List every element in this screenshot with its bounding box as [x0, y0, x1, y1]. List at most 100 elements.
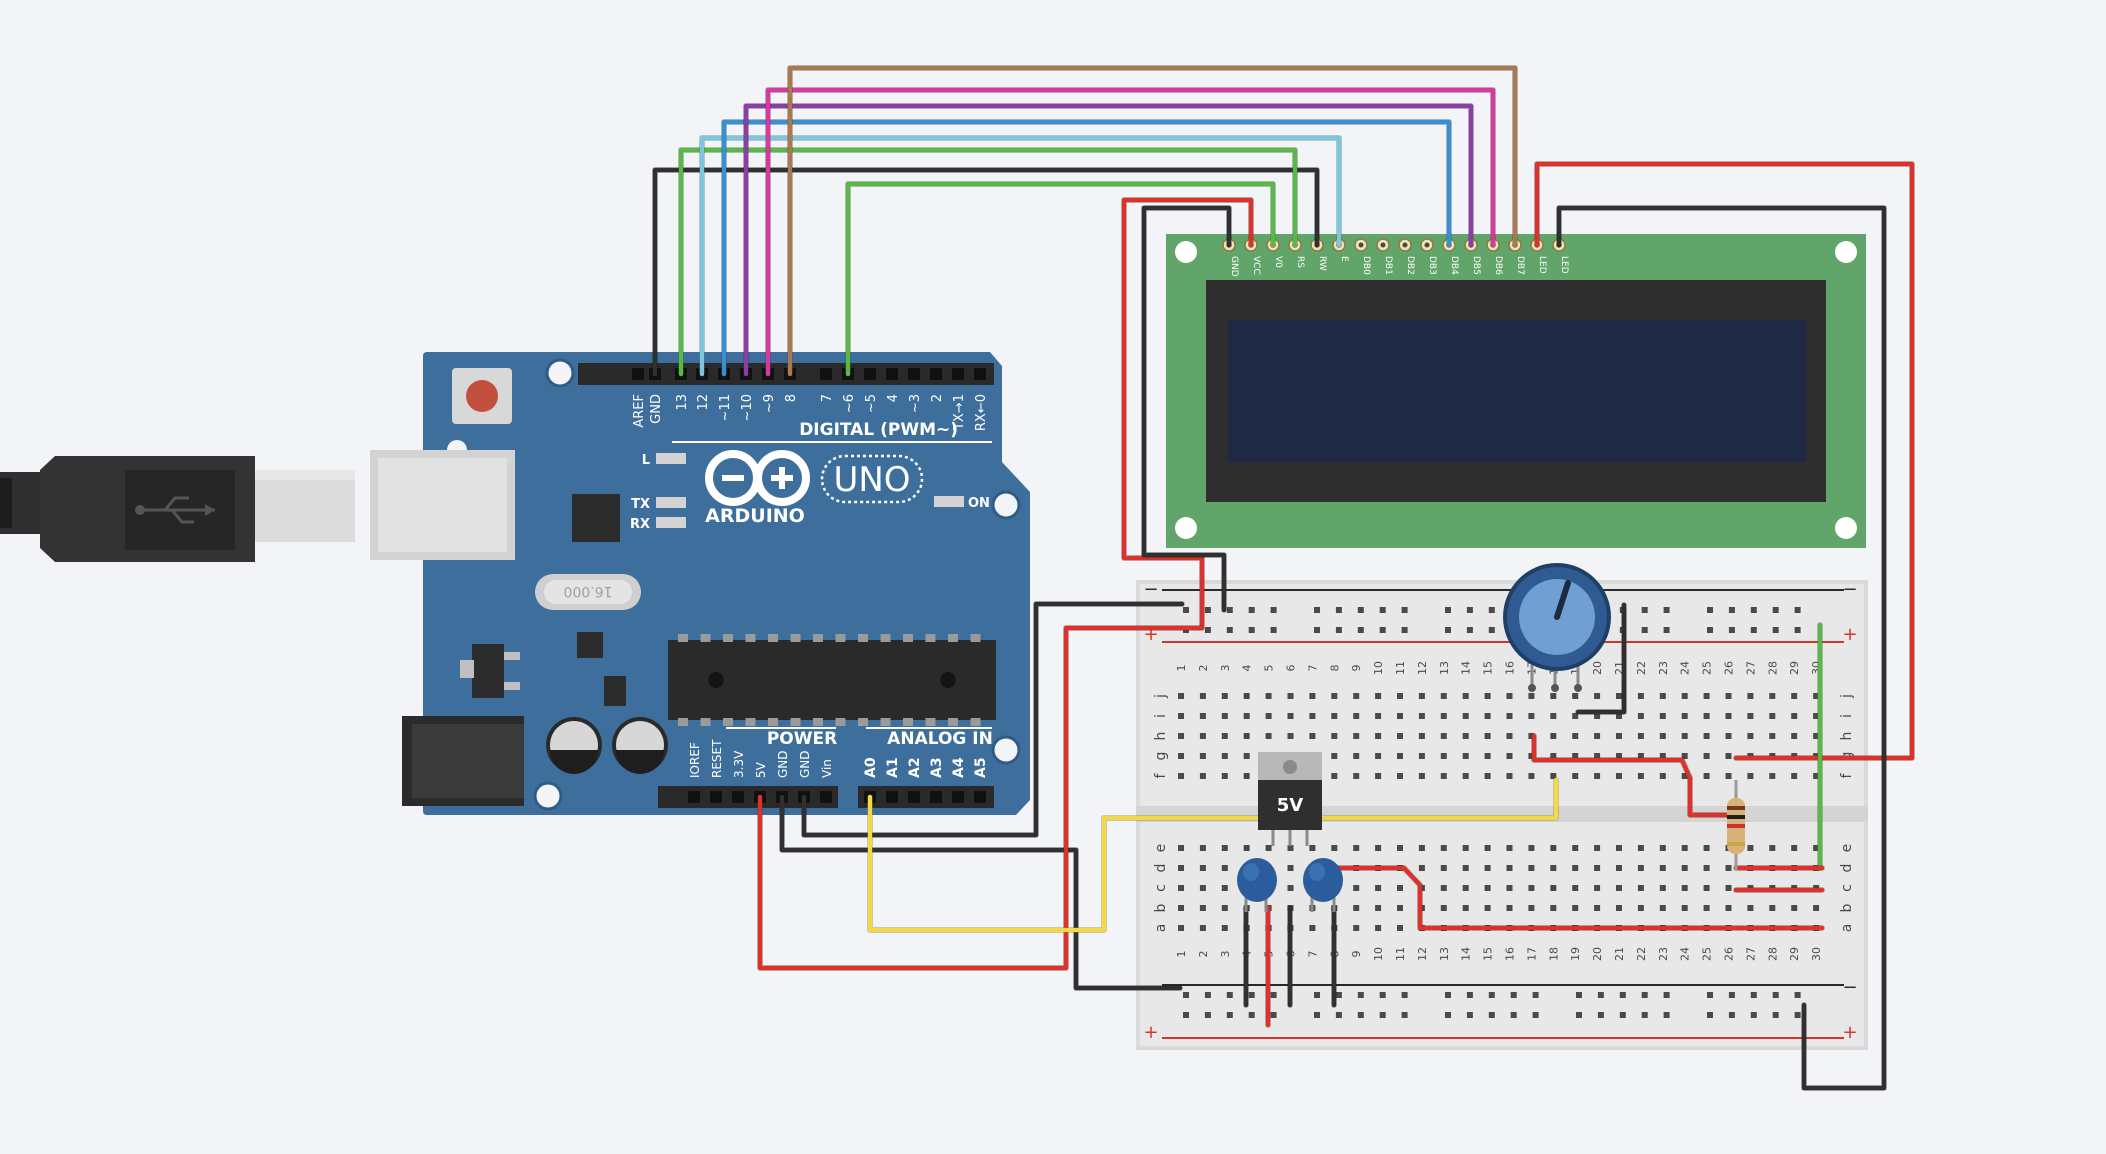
- wire-a0-to-sensor[interactable]: [867, 777, 1559, 933]
- terminal-hole[interactable]: [1572, 885, 1579, 891]
- rail-hole[interactable]: [1226, 1012, 1233, 1018]
- rail-hole[interactable]: [1750, 992, 1757, 998]
- terminal-hole[interactable]: [1287, 713, 1294, 719]
- terminal-hole[interactable]: [1747, 845, 1754, 851]
- power-pin-socket[interactable]: [688, 791, 700, 803]
- terminal-hole[interactable]: [1331, 845, 1338, 851]
- terminal-hole[interactable]: [1725, 693, 1732, 699]
- terminal-hole[interactable]: [1462, 865, 1469, 871]
- terminal-hole[interactable]: [1418, 865, 1425, 871]
- terminal-hole[interactable]: [1681, 865, 1688, 871]
- rail-hole[interactable]: [1204, 1012, 1211, 1018]
- terminal-hole[interactable]: [1506, 773, 1513, 779]
- terminal-hole[interactable]: [1791, 905, 1798, 911]
- rail-hole[interactable]: [1707, 992, 1713, 998]
- rail-hole[interactable]: [1314, 1012, 1320, 1018]
- terminal-hole[interactable]: [1791, 845, 1798, 851]
- rail-hole[interactable]: [1576, 1012, 1582, 1018]
- wire-resistor-link[interactable]: [1531, 733, 1739, 818]
- rail-hole[interactable]: [1466, 627, 1473, 633]
- terminal-hole[interactable]: [1484, 753, 1491, 759]
- terminal-hole[interactable]: [1703, 845, 1710, 851]
- terminal-hole[interactable]: [1375, 885, 1382, 891]
- rail-hole[interactable]: [1226, 992, 1233, 998]
- terminal-hole[interactable]: [1791, 713, 1798, 719]
- terminal-hole[interactable]: [1331, 733, 1338, 739]
- terminal-hole[interactable]: [1397, 733, 1403, 739]
- terminal-hole[interactable]: [1353, 905, 1360, 911]
- terminal-hole[interactable]: [1747, 905, 1754, 911]
- terminal-hole[interactable]: [1178, 845, 1184, 851]
- terminal-hole[interactable]: [1703, 865, 1710, 871]
- rail-hole[interactable]: [1379, 627, 1386, 633]
- terminal-hole[interactable]: [1265, 713, 1272, 719]
- terminal-hole[interactable]: [1506, 713, 1513, 719]
- rail-hole[interactable]: [1488, 627, 1495, 633]
- terminal-hole[interactable]: [1375, 773, 1382, 779]
- terminal-hole[interactable]: [1681, 845, 1688, 851]
- terminal-hole[interactable]: [1309, 845, 1316, 851]
- terminal-hole[interactable]: [1550, 713, 1557, 719]
- terminal-hole[interactable]: [1309, 693, 1316, 699]
- terminal-hole[interactable]: [1243, 733, 1250, 739]
- rail-hole[interactable]: [1270, 607, 1277, 613]
- wire-arduino-gnd-to-bottom-rail[interactable]: [779, 794, 1183, 991]
- rail-hole[interactable]: [1663, 992, 1670, 998]
- terminal-hole[interactable]: [1681, 773, 1688, 779]
- rail-hole[interactable]: [1314, 992, 1320, 998]
- terminal-hole[interactable]: [1550, 865, 1557, 871]
- terminal-hole[interactable]: [1375, 733, 1382, 739]
- wire-d12-to-lcd-e[interactable]: [699, 135, 1342, 377]
- terminal-hole[interactable]: [1178, 753, 1184, 759]
- ceramic-capacitor[interactable]: [1303, 858, 1343, 912]
- terminal-hole[interactable]: [1550, 845, 1557, 851]
- rail-hole[interactable]: [1488, 607, 1495, 613]
- wire-d6-to-lcd-v0[interactable]: [845, 181, 1276, 377]
- rail-hole[interactable]: [1270, 1012, 1277, 1018]
- terminal-hole[interactable]: [1550, 733, 1557, 739]
- rail-hole[interactable]: [1445, 627, 1451, 633]
- terminal-hole[interactable]: [1484, 733, 1491, 739]
- terminal-hole[interactable]: [1287, 733, 1294, 739]
- terminal-hole[interactable]: [1813, 773, 1820, 779]
- terminal-hole[interactable]: [1178, 733, 1184, 739]
- rail-hole[interactable]: [1314, 607, 1320, 613]
- terminal-hole[interactable]: [1397, 773, 1403, 779]
- terminal-hole[interactable]: [1725, 733, 1732, 739]
- terminal-hole[interactable]: [1199, 885, 1206, 891]
- terminal-hole[interactable]: [1616, 885, 1622, 891]
- terminal-hole[interactable]: [1747, 773, 1754, 779]
- terminal-hole[interactable]: [1769, 733, 1776, 739]
- terminal-hole[interactable]: [1375, 713, 1382, 719]
- terminal-hole[interactable]: [1572, 865, 1579, 871]
- terminal-hole[interactable]: [1243, 773, 1250, 779]
- wire-d9-to-lcd-db6[interactable]: [765, 87, 1496, 377]
- terminal-hole[interactable]: [1462, 733, 1469, 739]
- rail-hole[interactable]: [1663, 1012, 1670, 1018]
- rail-hole[interactable]: [1707, 627, 1713, 633]
- terminal-hole[interactable]: [1418, 713, 1425, 719]
- terminal-hole[interactable]: [1199, 733, 1206, 739]
- terminal-hole[interactable]: [1528, 885, 1535, 891]
- rail-hole[interactable]: [1728, 627, 1735, 633]
- terminal-hole[interactable]: [1178, 713, 1184, 719]
- rail-hole[interactable]: [1357, 1012, 1364, 1018]
- wire-arduino-5v-to-rail[interactable]: [757, 625, 1205, 971]
- rail-hole[interactable]: [1335, 627, 1342, 633]
- terminal-hole[interactable]: [1221, 693, 1228, 699]
- rail-hole[interactable]: [1445, 1012, 1451, 1018]
- digital-pin-socket[interactable]: [864, 368, 876, 380]
- terminal-hole[interactable]: [1594, 885, 1601, 891]
- terminal-hole[interactable]: [1637, 693, 1644, 699]
- terminal-hole[interactable]: [1353, 753, 1360, 759]
- rail-hole[interactable]: [1663, 607, 1670, 613]
- rail-hole[interactable]: [1772, 627, 1779, 633]
- terminal-hole[interactable]: [1616, 753, 1622, 759]
- terminal-hole[interactable]: [1616, 693, 1622, 699]
- terminal-hole[interactable]: [1637, 773, 1644, 779]
- terminal-hole[interactable]: [1178, 885, 1184, 891]
- terminal-hole[interactable]: [1528, 693, 1535, 699]
- wire-lcd-led-anode[interactable]: [1534, 161, 1915, 761]
- terminal-hole[interactable]: [1747, 733, 1754, 739]
